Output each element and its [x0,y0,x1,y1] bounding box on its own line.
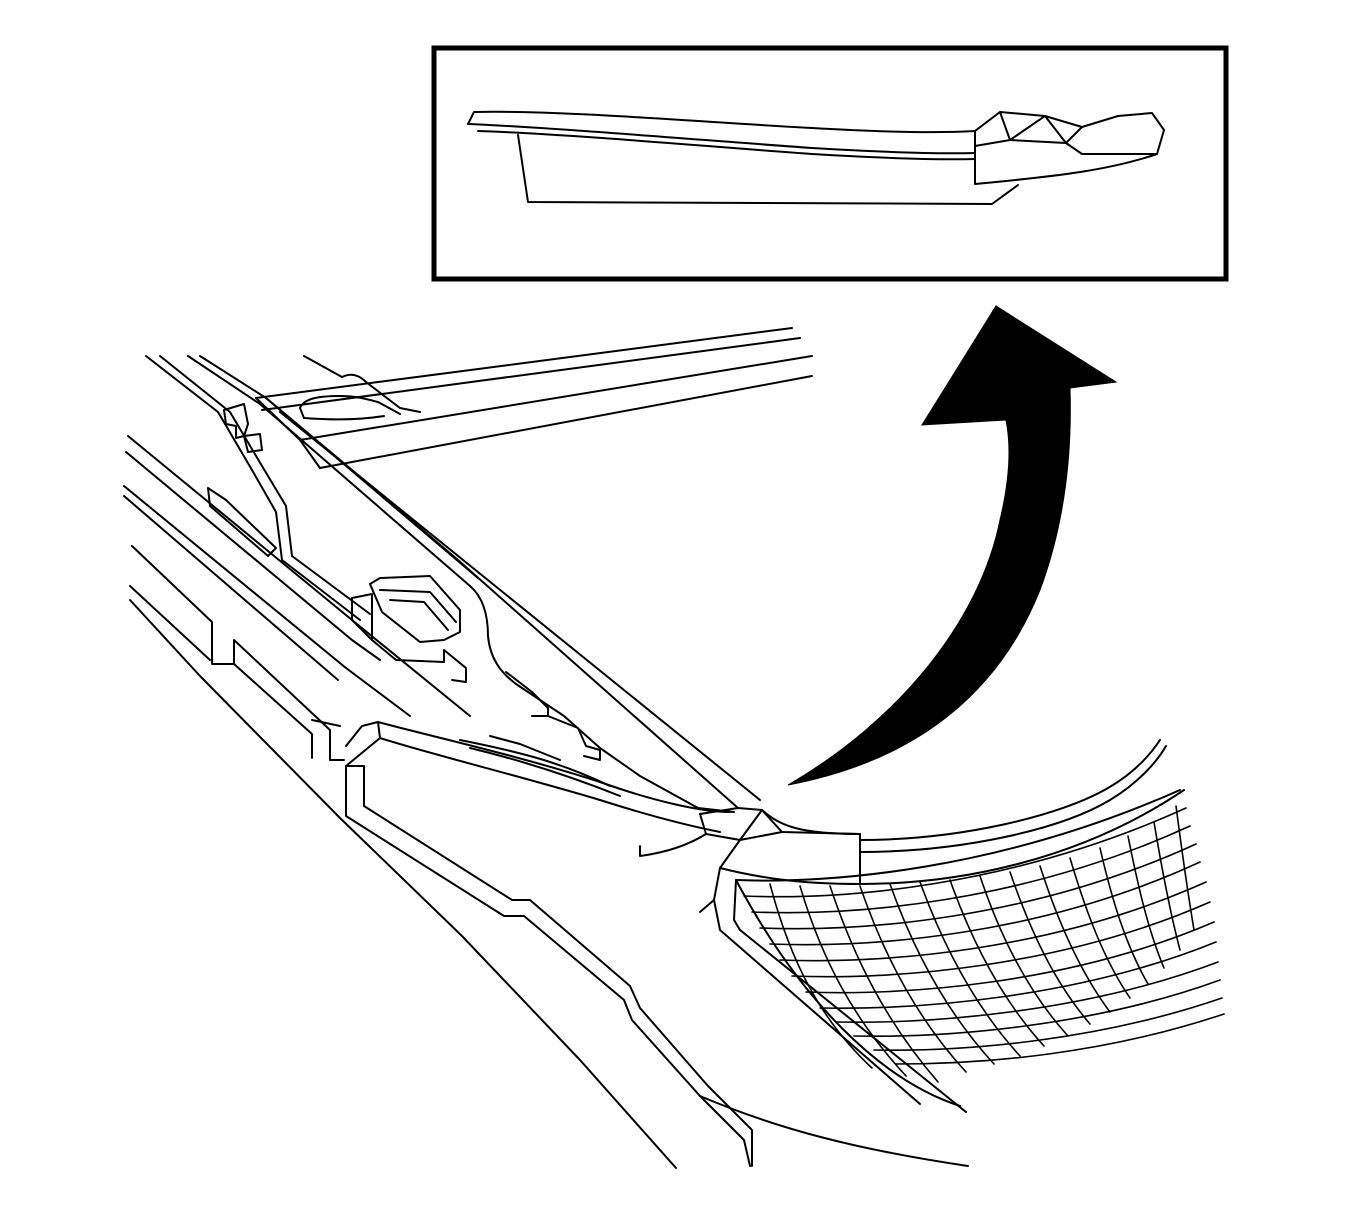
mesh-grille [735,789,1225,1107]
inset-frame [431,45,1229,282]
curved-arrow-icon [787,305,1118,786]
main-assembly [123,327,1225,1169]
lower-body-panel [129,599,969,1169]
inset-detail [431,45,1229,282]
trim-strips [123,435,471,761]
wheel-arch [719,739,1185,885]
side-rail [145,355,761,813]
seal-part-detail [467,110,1165,205]
cowl-panel [255,327,813,469]
seal-strip [345,721,861,885]
retainer-clip [351,575,601,761]
